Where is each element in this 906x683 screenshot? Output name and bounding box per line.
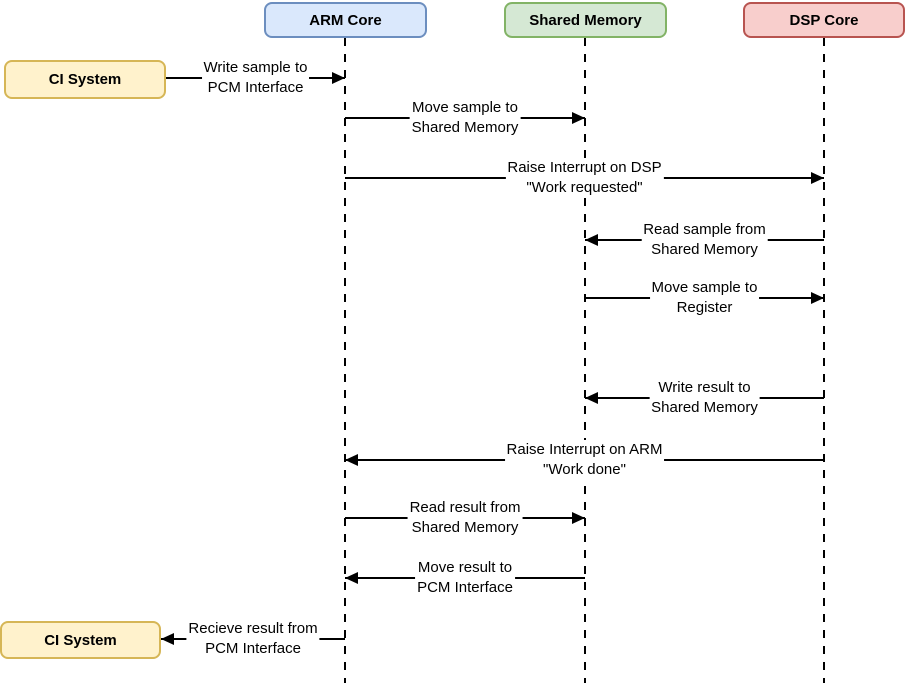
message-arrowhead-icon	[811, 292, 824, 304]
message-arrowhead-icon	[161, 633, 174, 645]
lifeline-arm-core	[344, 38, 346, 683]
message-label: Write result to Shared Memory	[649, 378, 760, 418]
actor-shared-memory: Shared Memory	[504, 2, 667, 38]
message-arrowhead-icon	[585, 392, 598, 404]
actor-arm-core: ARM Core	[264, 2, 427, 38]
lifeline-dsp-core	[823, 38, 825, 683]
ci-system-box-top: CI System	[4, 60, 166, 99]
message-label: Move result to PCM Interface	[415, 558, 515, 598]
actor-dsp-core-label: DSP Core	[789, 11, 859, 29]
message-label: Read sample from Shared Memory	[641, 220, 768, 260]
message-arrowhead-icon	[345, 572, 358, 584]
message-arrowhead-icon	[572, 112, 585, 124]
lifeline-shared-memory	[584, 38, 586, 683]
message-label: Move sample to Register	[649, 278, 760, 318]
message-label: Move sample to Shared Memory	[409, 98, 521, 138]
ci-system-bottom-label: CI System	[44, 631, 117, 649]
ci-system-box-bottom: CI System	[0, 621, 161, 659]
message-label: Raise Interrupt on DSP "Work requested"	[505, 158, 664, 198]
actor-dsp-core: DSP Core	[743, 2, 905, 38]
message-label: Recieve result from PCM Interface	[186, 619, 320, 659]
message-arrowhead-icon	[585, 234, 598, 246]
message-arrowhead-icon	[572, 512, 585, 524]
actor-shared-memory-label: Shared Memory	[529, 11, 642, 29]
actor-arm-core-label: ARM Core	[309, 11, 382, 29]
message-label: Read result from Shared Memory	[407, 498, 523, 538]
message-arrowhead-icon	[345, 454, 358, 466]
ci-system-top-label: CI System	[48, 71, 122, 88]
message-label: Write sample to PCM Interface	[201, 58, 310, 98]
message-arrowhead-icon	[332, 72, 345, 84]
message-label: Raise Interrupt on ARM "Work done"	[504, 440, 665, 480]
message-arrowhead-icon	[811, 172, 824, 184]
